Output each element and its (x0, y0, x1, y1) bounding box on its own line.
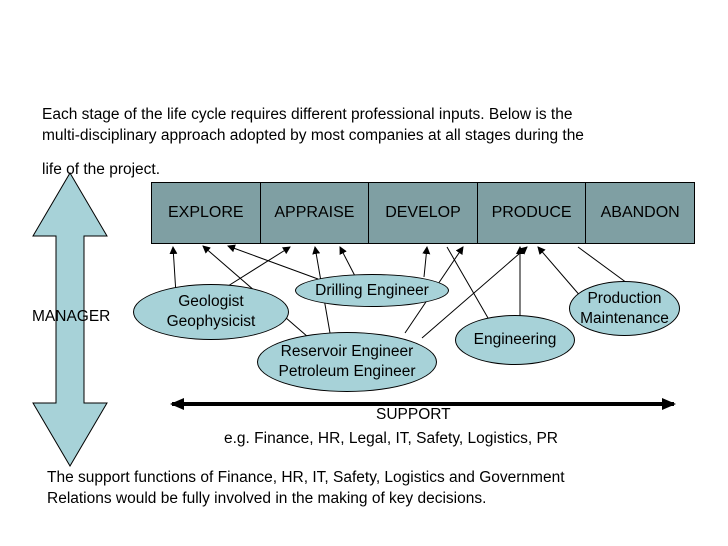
footer-line-2: Relations would be fully involved in the… (47, 490, 487, 507)
stage-explore: EXPLORE (151, 182, 260, 244)
oval-production-maintenance: Production Maintenance (569, 281, 680, 336)
connector-drilling-develop (422, 246, 431, 278)
oval-production-line-1: Production (587, 289, 662, 307)
oval-geologist: Geologist Geophysicist (133, 284, 289, 340)
support-title: SUPPORT (376, 406, 451, 423)
connector-geologist-appraise (227, 246, 291, 287)
connector-drilling-appraise (339, 246, 356, 277)
connector-production-produce (537, 246, 583, 299)
connector-production-abandon (577, 246, 628, 284)
stage-appraise: APPRAISE (259, 182, 369, 244)
oval-reservoir-line-1: Reservoir Engineer (280, 343, 414, 360)
connector-engineering-develop (446, 246, 489, 319)
manager-double-arrow (32, 172, 108, 467)
life-cycle-stage-bar: EXPLORE APPRAISE DEVELOP PRODUCE ABANDON (151, 182, 695, 244)
stage-produce: PRODUCE (476, 182, 586, 244)
oval-engineering-line-1: Engineering (473, 331, 557, 348)
oval-drilling-line-1: Drilling Engineer (315, 281, 429, 299)
oval-reservoir-engineer: Reservoir Engineer Petroleum Engineer (257, 332, 437, 392)
oval-drilling-engineer: Drilling Engineer (295, 274, 449, 307)
manager-label: MANAGER (32, 308, 111, 325)
oval-geologist-line-1: Geologist (178, 293, 244, 310)
oval-geologist-line-2: Geophysicist (166, 313, 256, 330)
intro-line-1: Each stage of the life cycle requires di… (42, 106, 573, 123)
support-examples: e.g. Finance, HR, Legal, IT, Safety, Log… (224, 430, 558, 447)
connector-reservoir-produce (421, 246, 528, 339)
oval-engineering: Engineering (455, 315, 575, 365)
oval-production-line-2: Maintenance (580, 309, 669, 327)
stage-abandon: ABANDON (585, 182, 695, 244)
connector-drilling-explore (227, 244, 319, 280)
intro-line-2: multi-disciplinary approach adopted by m… (42, 127, 584, 144)
oval-reservoir-line-2: Petroleum Engineer (278, 363, 416, 380)
footer-line-1: The support functions of Finance, HR, IT… (47, 469, 565, 486)
intro-line-3: life of the project. (42, 161, 161, 178)
stage-develop: DEVELOP (368, 182, 477, 244)
